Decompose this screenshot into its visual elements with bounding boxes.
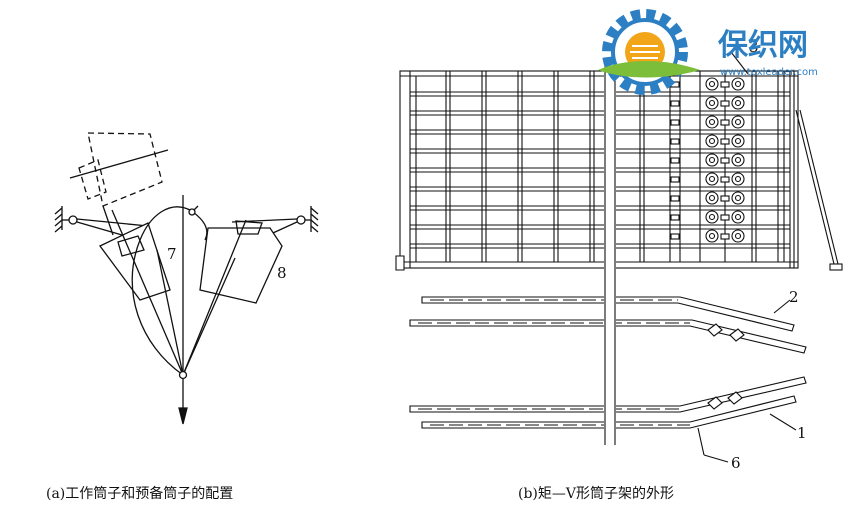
creel-bobbins (705, 77, 745, 243)
label-7: 7 (167, 245, 177, 263)
label-1: 1 (797, 424, 807, 442)
plan-bars (409, 60, 807, 463)
creel-rails (410, 91, 790, 249)
figure-b-creel (395, 51, 843, 271)
leaf-icon (598, 61, 700, 78)
bar-2 (409, 296, 807, 354)
bobbin-holders (670, 81, 730, 240)
label-8: 8 (277, 264, 287, 282)
dashed-bobbin (78, 132, 163, 207)
label-2: 2 (789, 288, 799, 306)
caption-a: (a)工作筒子和预备筒子的配置 (46, 486, 234, 502)
left-wall-mount (54, 206, 78, 233)
guide-eye (178, 370, 188, 380)
figure-a (54, 132, 319, 425)
caption-b: (b)矩—V形筒子架的外形 (518, 486, 674, 502)
right-wall-mount (296, 206, 319, 233)
bobbin-7 (99, 222, 171, 301)
yarn-balloon (131, 206, 208, 376)
dashed-bobbin-axis (69, 149, 169, 179)
logo-name: 保织网 (718, 28, 808, 63)
label-6: 6 (731, 454, 741, 472)
creel-posts (409, 71, 795, 268)
label-3: 3 (749, 38, 759, 56)
bar-1 (409, 376, 807, 429)
logo-url: www.texleader.com (720, 67, 818, 78)
watermark-logo: 保织网 www.texleader.com (598, 9, 818, 95)
side-brace (799, 109, 839, 265)
